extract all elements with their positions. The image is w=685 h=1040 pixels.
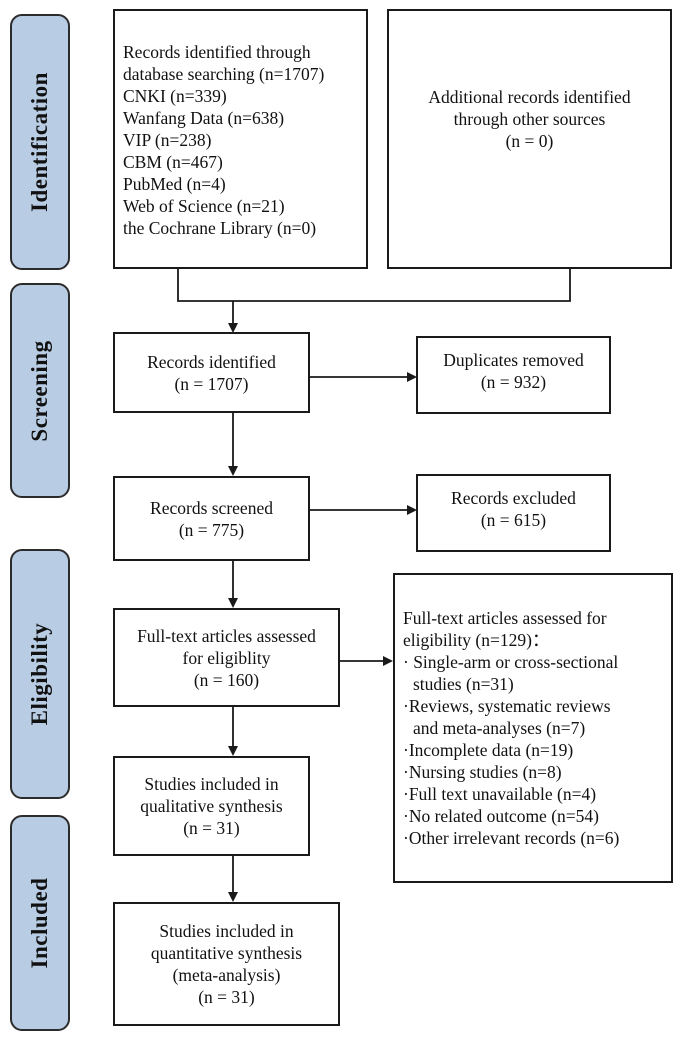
qualitative-line: (n = 31): [183, 818, 240, 838]
exclusion-line: ·Full text unavailable (n=4): [403, 784, 597, 804]
records-excluded-box: Records excluded (n = 615): [416, 474, 611, 552]
records-database-box: Records identified through database sear…: [113, 9, 368, 269]
phase-included: Included: [10, 815, 70, 1031]
records-excluded-line: Records excluded: [451, 488, 576, 508]
records-db-line: CBM (n=467): [123, 152, 223, 172]
quantitative-line: (meta-analysis): [172, 965, 281, 985]
additional-line: (n = 0): [505, 131, 554, 151]
records-db-line: database searching (n=1707): [123, 64, 325, 84]
phase-screening: Screening: [10, 283, 70, 498]
exclusion-line: eligibility (n=129)：: [403, 630, 550, 650]
exclusion-line: ·Reviews, systematic reviews: [403, 696, 611, 716]
fulltext-line: (n = 160): [193, 669, 260, 690]
records-identified-line: Records identified: [147, 351, 276, 372]
records-screened-line: Records screened: [150, 497, 273, 518]
records-identified-line: (n = 1707): [174, 373, 249, 394]
records-screened-box: Records screened (n = 775): [113, 476, 310, 561]
quantitative-line: (n = 31): [198, 987, 255, 1007]
exclusion-line: studies (n=31): [413, 674, 514, 694]
duplicates-line: Duplicates removed: [443, 350, 584, 370]
exclusion-line: Full-text articles assessed for: [403, 608, 607, 628]
phase-identification: Identification: [10, 14, 70, 270]
qualitative-line: Studies included in: [144, 774, 279, 794]
exclusion-line: ·No related outcome (n=54): [403, 806, 599, 826]
exclusion-line: ·Other irrelevant records (n=6): [403, 828, 620, 848]
records-db-line: CNKI (n=339): [123, 86, 227, 106]
duplicates-line: (n = 932): [480, 372, 547, 392]
records-db-line: the Cochrane Library (n=0): [123, 218, 317, 238]
additional-line: through other sources: [453, 109, 606, 129]
fulltext-line: for eligiblity: [182, 647, 271, 668]
qualitative-line: qualitative synthesis: [140, 796, 283, 816]
records-identified-box: Records identified (n = 1707): [113, 332, 310, 413]
duplicates-removed-box: Duplicates removed (n = 932): [416, 336, 611, 414]
fulltext-excluded-box: Full-text articles assessed for eligibil…: [393, 573, 673, 883]
qualitative-synthesis-box: Studies included in qualitative synthesi…: [113, 756, 310, 856]
records-db-line: Wanfang Data (n=638): [123, 108, 285, 128]
additional-line: Additional records identified: [428, 87, 631, 107]
records-db-line: Web of Science (n=21): [123, 196, 285, 216]
merge-line: [177, 268, 571, 302]
quantitative-line: quantitative synthesis: [150, 943, 303, 963]
phase-eligibility: Eligibility: [10, 549, 70, 799]
records-screened-line: (n = 775): [178, 519, 245, 540]
records-excluded-line: (n = 615): [480, 510, 547, 530]
records-db-line: Records identified through: [123, 42, 311, 62]
exclusion-line: ·Incomplete data (n=19): [403, 740, 574, 760]
fulltext-assessed-box: Full-text articles assessed for eligibli…: [113, 608, 340, 707]
quantitative-synthesis-box: Studies included in quantitative synthes…: [113, 902, 340, 1026]
exclusion-line: ·Nursing studies (n=8): [403, 762, 562, 782]
records-db-line: PubMed (n=4): [123, 174, 226, 194]
quantitative-line: Studies included in: [159, 921, 294, 941]
fulltext-line: Full-text articles assessed: [137, 625, 316, 646]
exclusion-line: · Single-arm or cross-sectional: [403, 652, 619, 672]
additional-records-box: Additional records identified through ot…: [387, 9, 672, 269]
records-db-line: VIP (n=238): [123, 130, 212, 150]
exclusion-line: and meta-analyses (n=7): [413, 718, 586, 738]
